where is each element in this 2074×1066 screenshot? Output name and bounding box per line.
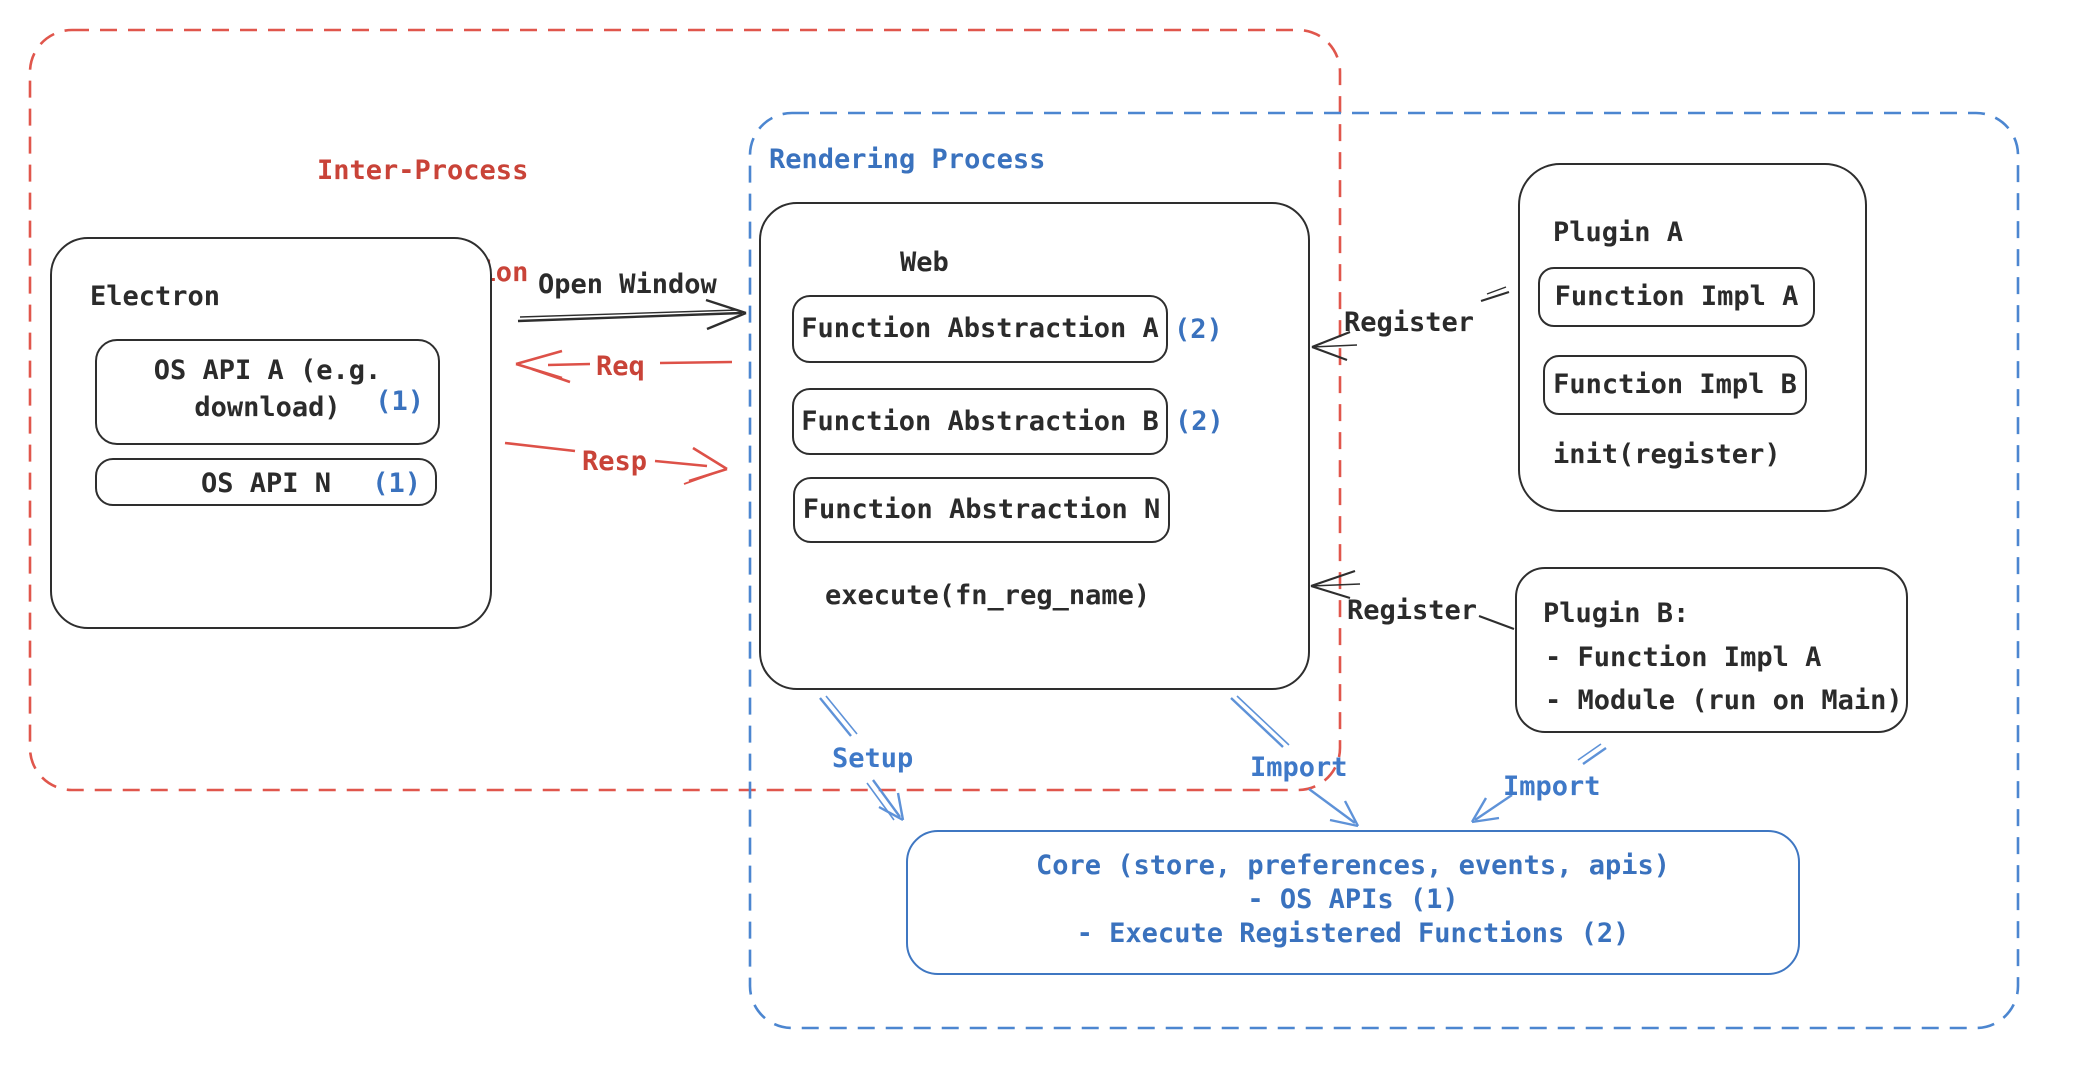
execute-label: execute(fn_reg_name) — [825, 580, 1151, 611]
core-line-2: - OS APIs (1) — [1247, 884, 1459, 915]
register-plugin-b-label: Register — [1347, 595, 1478, 626]
fn-abstraction-b-box: Function Abstraction B — [792, 388, 1168, 455]
resp-arrow — [504, 441, 728, 485]
open-window-label: Open Window — [538, 269, 717, 300]
rendering-region-label: Rendering Process — [769, 144, 1046, 175]
os-api-a-label-line2: download) — [194, 392, 341, 423]
plugin-a-title: Plugin A — [1553, 217, 1684, 248]
plugin-b-box: Plugin B: - Function Impl A - Module (ru… — [1515, 567, 1908, 733]
setup-label: Setup — [832, 743, 914, 774]
import-web-arrow — [1230, 695, 1360, 828]
os-api-a-box: OS API A (e.g. download) (1) — [95, 339, 440, 445]
fn-abstraction-b-badge: (2) — [1175, 406, 1224, 437]
plugin-a-init-label: init(register) — [1553, 439, 1781, 470]
os-api-a-badge: (1) — [375, 386, 424, 417]
plugin-a-impl-a-box: Function Impl A — [1538, 267, 1815, 327]
web-title: Web — [900, 247, 949, 278]
open-window-arrow — [517, 298, 747, 331]
os-api-a-label-line1: OS API A (e.g. — [153, 355, 382, 386]
import-web-label: Import — [1250, 752, 1348, 783]
fn-abstraction-a-box: Function Abstraction A — [792, 295, 1168, 363]
fn-abstraction-n-box: Function Abstraction N — [793, 477, 1170, 543]
register-plugin-a-arrow — [1311, 286, 1510, 362]
os-api-n-label: OS API N — [200, 468, 332, 499]
ipc-region-border — [28, 28, 1342, 792]
core-line-3: - Execute Registered Functions (2) — [1076, 918, 1630, 949]
req-label: Req — [596, 351, 645, 382]
register-plugin-b-arrow — [1310, 569, 1515, 631]
os-api-n-box: OS API N (1) — [95, 458, 437, 506]
plugin-b-item-1: - Function Impl A — [1545, 642, 1822, 673]
plugin-a-impl-b-box: Function Impl B — [1543, 355, 1807, 415]
plugin-b-item-2: - Module (run on Main) — [1545, 685, 1903, 716]
setup-arrow — [819, 695, 905, 822]
os-api-n-badge: (1) — [372, 468, 421, 499]
plugin-a-box — [1518, 163, 1867, 512]
import-plugin-b-label: Import — [1503, 771, 1601, 802]
rendering-region-border — [748, 111, 2020, 1030]
import-plugin-b-arrow — [1470, 743, 1607, 824]
core-line-1: Core (store, preferences, events, apis) — [1036, 850, 1670, 881]
resp-label: Resp — [582, 446, 648, 477]
register-plugin-a-label: Register — [1344, 307, 1475, 338]
plugin-b-title: Plugin B: — [1543, 598, 1690, 629]
req-arrow — [515, 349, 733, 384]
electron-title: Electron — [90, 281, 221, 312]
fn-abstraction-a-badge: (2) — [1174, 314, 1223, 345]
core-box: Core (store, preferences, events, apis) … — [906, 830, 1800, 975]
